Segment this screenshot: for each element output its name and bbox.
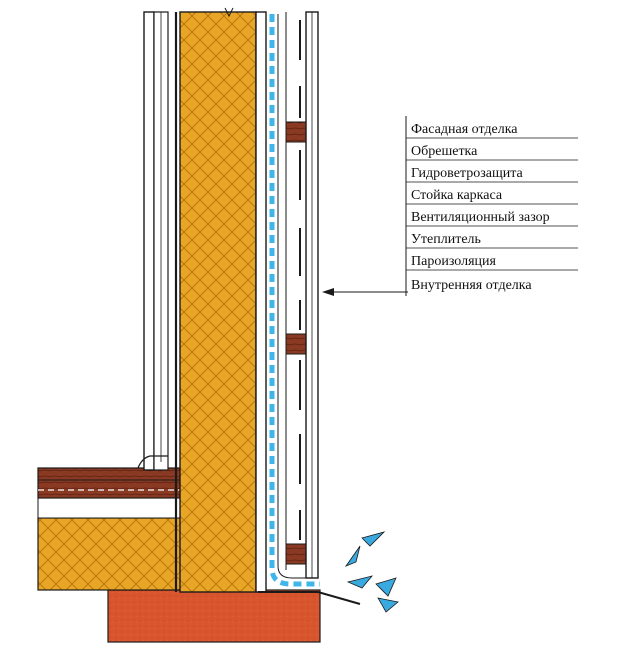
legend-item-lathing: Обрешетка [411, 144, 478, 159]
legend-item-interior-finish: Внутренняя отделка [411, 278, 532, 293]
floor-insulation [37, 517, 185, 591]
drip-flashing [258, 591, 361, 605]
floor-beam [37, 467, 185, 499]
legend: Фасадная отделка Обрешетка Гидроветрозащ… [411, 122, 550, 293]
legend-item-wind-protection: Гидроветрозащита [411, 166, 524, 181]
legend-item-insulation: Утеплитель [411, 232, 481, 247]
frame-sheathing [255, 11, 267, 593]
legend-item-vapor-barrier: Пароизоляция [411, 254, 496, 269]
batten-3 [285, 543, 307, 565]
legend-item-facade: Фасадная отделка [411, 122, 518, 137]
batten-2 [285, 333, 307, 355]
wall-insulation [179, 11, 257, 593]
interior-finish-layer [143, 11, 155, 471]
foundation-block [107, 589, 321, 643]
airflow-arrows [344, 531, 399, 613]
legend-item-frame-stud: Стойка каркаса [411, 188, 503, 203]
legend-item-vent-gap: Вентиляционный зазор [411, 210, 550, 225]
batten-1 [285, 121, 307, 143]
floor-air-gap [37, 497, 185, 519]
